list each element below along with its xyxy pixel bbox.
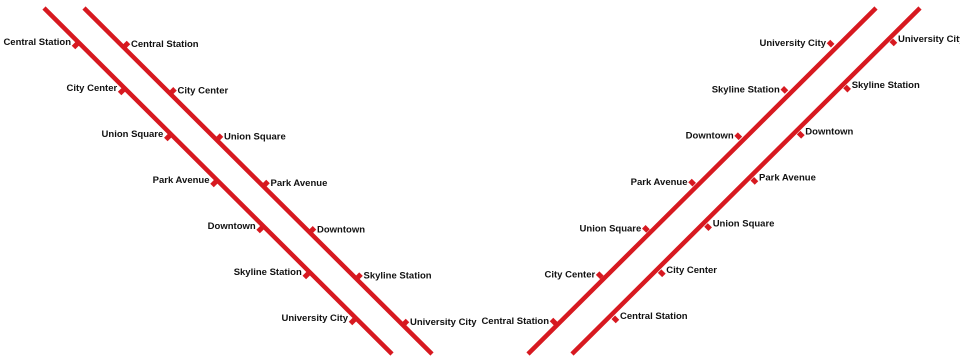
station-tick-university-city [401, 318, 410, 327]
station-label-skyline-station: Skyline Station [234, 267, 302, 278]
station-tick-union-square [215, 133, 224, 142]
station-label-union-square: Union Square [102, 129, 164, 140]
station-label-park-avenue: Park Avenue [759, 173, 816, 184]
station-label-downtown: Downtown [805, 126, 853, 137]
station-label-downtown: Downtown [317, 224, 365, 235]
station-label-downtown: Downtown [686, 131, 734, 142]
station-label-city-center: City Center [545, 270, 596, 281]
route-line-left-outer [42, 6, 394, 356]
route-line-right-outer [570, 6, 922, 356]
station-tick-downtown [308, 226, 317, 234]
station-tick-downtown [796, 130, 805, 139]
station-tick-city-center [595, 271, 604, 280]
station-label-city-center: City Center [67, 83, 118, 94]
station-ticks-left-inner [122, 40, 410, 327]
station-tick-university-city [889, 38, 898, 47]
station-tick-park-avenue [262, 179, 270, 188]
station-tick-city-center [117, 87, 126, 96]
route-line-right-inner [526, 6, 878, 356]
station-tick-union-square [704, 223, 712, 231]
station-label-central-station: Central Station [620, 311, 688, 322]
station-label-union-square: Union Square [713, 219, 775, 230]
station-tick-park-avenue [688, 178, 696, 187]
station-tick-university-city [826, 39, 835, 48]
station-ticks-left-outer [71, 41, 357, 326]
station-tick-skyline-station [843, 84, 851, 93]
station-tick-central-station [71, 41, 80, 50]
station-label-union-square: Union Square [580, 223, 642, 234]
station-tick-downtown [256, 225, 265, 234]
station-tick-union-square [164, 133, 172, 142]
station-tick-union-square [642, 225, 650, 233]
route-line-left-inner [82, 6, 434, 356]
station-label-university-city: University City [410, 317, 477, 328]
station-tick-skyline-station [355, 272, 363, 281]
station-tick-central-station [549, 317, 558, 326]
station-label-skyline-station: Skyline Station [364, 271, 432, 282]
station-label-university-city: University City [759, 38, 826, 49]
station-label-park-avenue: Park Avenue [631, 177, 688, 188]
station-ticks-right-outer [611, 38, 898, 324]
station-label-park-avenue: Park Avenue [271, 178, 328, 189]
station-label-central-station: Central Station [481, 316, 549, 327]
station-label-central-station: Central Station [3, 37, 71, 48]
station-tick-city-center [169, 87, 177, 95]
station-tick-university-city [348, 317, 357, 326]
station-label-university-city: University City [898, 34, 960, 45]
station-tick-skyline-station [780, 86, 789, 94]
station-tick-city-center [657, 269, 666, 278]
station-label-skyline-station: Skyline Station [852, 80, 920, 91]
station-tick-central-station [122, 40, 131, 49]
station-tick-downtown [734, 132, 743, 141]
station-label-city-center: City Center [666, 265, 717, 276]
station-tick-skyline-station [302, 271, 311, 280]
station-tick-park-avenue [750, 177, 759, 185]
station-label-downtown: Downtown [208, 221, 256, 232]
station-label-park-avenue: Park Avenue [153, 175, 210, 186]
station-label-skyline-station: Skyline Station [712, 84, 780, 95]
station-tick-park-avenue [210, 179, 218, 188]
station-tick-central-station [611, 315, 620, 324]
station-label-union-square: Union Square [224, 132, 286, 143]
station-label-city-center: City Center [178, 85, 229, 96]
station-ticks-right-inner [549, 39, 835, 326]
station-label-central-station: Central Station [131, 39, 199, 50]
station-label-university-city: University City [281, 313, 348, 324]
